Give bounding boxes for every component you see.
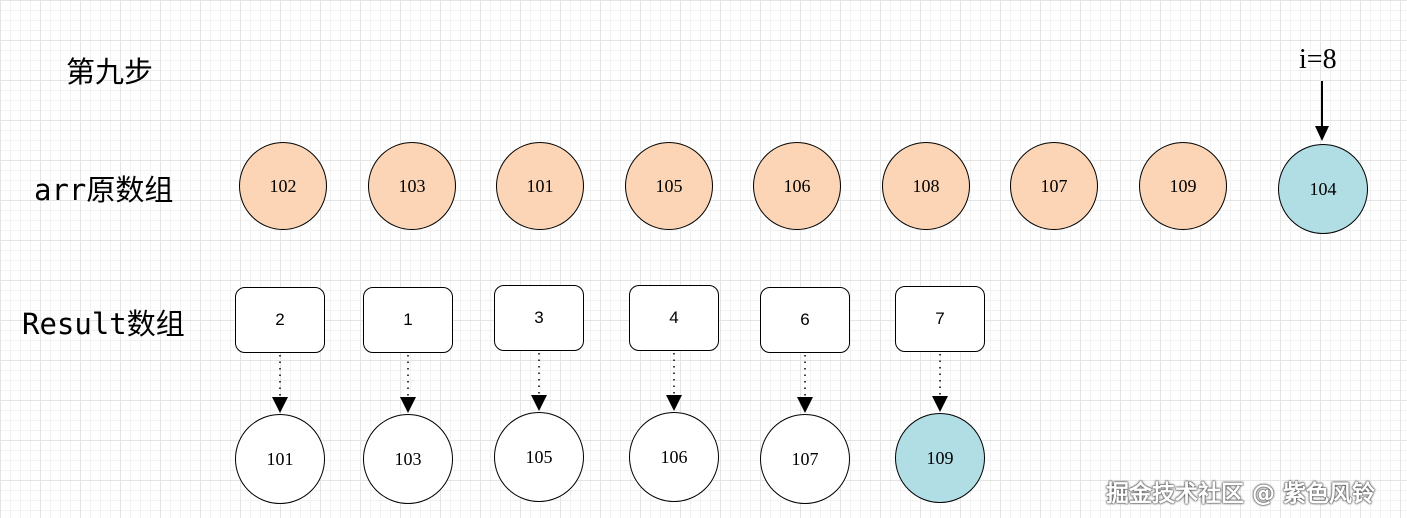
arr-label: arr原数组	[34, 173, 174, 207]
result-index-box: 1	[363, 287, 453, 353]
arr-node: 106	[753, 142, 841, 230]
arr-node: 107	[1010, 142, 1098, 230]
step-title: 第九步	[66, 55, 154, 89]
result-value-node: 106	[629, 412, 719, 502]
arr-node-current: 104	[1278, 144, 1368, 234]
dotted-arrow	[932, 354, 948, 412]
pointer-arrow-head	[1315, 126, 1329, 141]
dotted-arrow	[272, 355, 288, 413]
result-label: Result数组	[22, 307, 185, 341]
result-index-box: 2	[235, 287, 325, 353]
watermark: 掘金技术社区 @ 紫色风铃	[1106, 481, 1376, 507]
result-value-node: 101	[235, 414, 325, 504]
dotted-arrow	[797, 355, 813, 413]
arr-node: 108	[882, 142, 970, 230]
result-value-node: 103	[363, 414, 453, 504]
result-index-box: 3	[494, 285, 584, 351]
arr-node: 102	[239, 142, 327, 230]
dotted-arrow	[531, 353, 547, 411]
result-index-box: 6	[760, 287, 850, 353]
arr-node: 105	[625, 142, 713, 230]
arr-node: 101	[496, 142, 584, 230]
result-value-node: 105	[494, 412, 584, 502]
result-value-node: 107	[760, 414, 850, 504]
result-index-box: 4	[629, 285, 719, 351]
result-index-box: 7	[895, 286, 985, 352]
pointer-label: i=8	[1299, 44, 1337, 75]
result-value-node-current: 109	[895, 413, 985, 503]
dotted-arrow	[400, 355, 416, 413]
arr-node: 109	[1139, 142, 1227, 230]
arr-node: 103	[368, 142, 456, 230]
dotted-arrow	[666, 353, 682, 411]
